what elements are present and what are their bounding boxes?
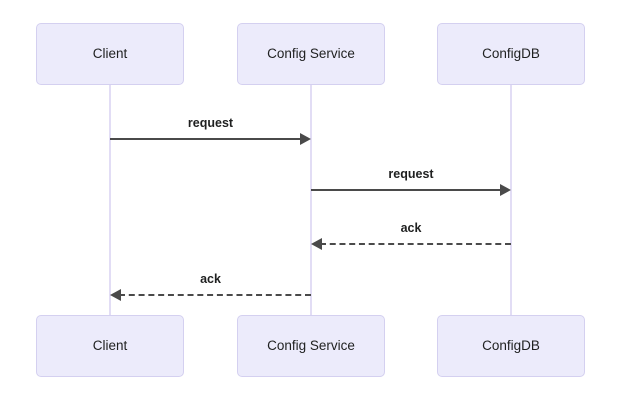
- arrow-head-right: [300, 133, 311, 145]
- participant-config-service-bottom[interactable]: Config Service: [237, 315, 385, 377]
- message-line: [110, 138, 302, 140]
- participant-label: ConfigDB: [482, 46, 540, 62]
- message-label: ack: [200, 272, 221, 286]
- arrow-head-left: [110, 289, 121, 301]
- participant-client-top[interactable]: Client: [36, 23, 184, 85]
- participant-label: Config Service: [267, 338, 355, 354]
- participant-label: Client: [92, 46, 128, 62]
- message-label: ack: [400, 221, 422, 235]
- message-line: [311, 189, 502, 191]
- arrow-head-right: [500, 184, 511, 196]
- participant-config-service-top[interactable]: Config Service: [237, 23, 385, 85]
- lifeline-client: [109, 85, 111, 315]
- participant-client-bottom[interactable]: Client: [36, 315, 184, 377]
- participant-label: Config Service: [267, 46, 355, 62]
- participant-configdb-bottom[interactable]: ConfigDB: [437, 315, 585, 377]
- message-label: request: [388, 167, 434, 181]
- message-label: request: [187, 116, 234, 130]
- message-line: [119, 294, 311, 296]
- message-line: [320, 243, 511, 245]
- lifeline-config-service: [310, 85, 312, 315]
- participant-label: Client: [92, 338, 128, 354]
- arrow-head-left: [311, 238, 322, 250]
- participant-label: ConfigDB: [482, 338, 540, 354]
- lifeline-configdb: [510, 85, 512, 315]
- participant-configdb-top[interactable]: ConfigDB: [437, 23, 585, 85]
